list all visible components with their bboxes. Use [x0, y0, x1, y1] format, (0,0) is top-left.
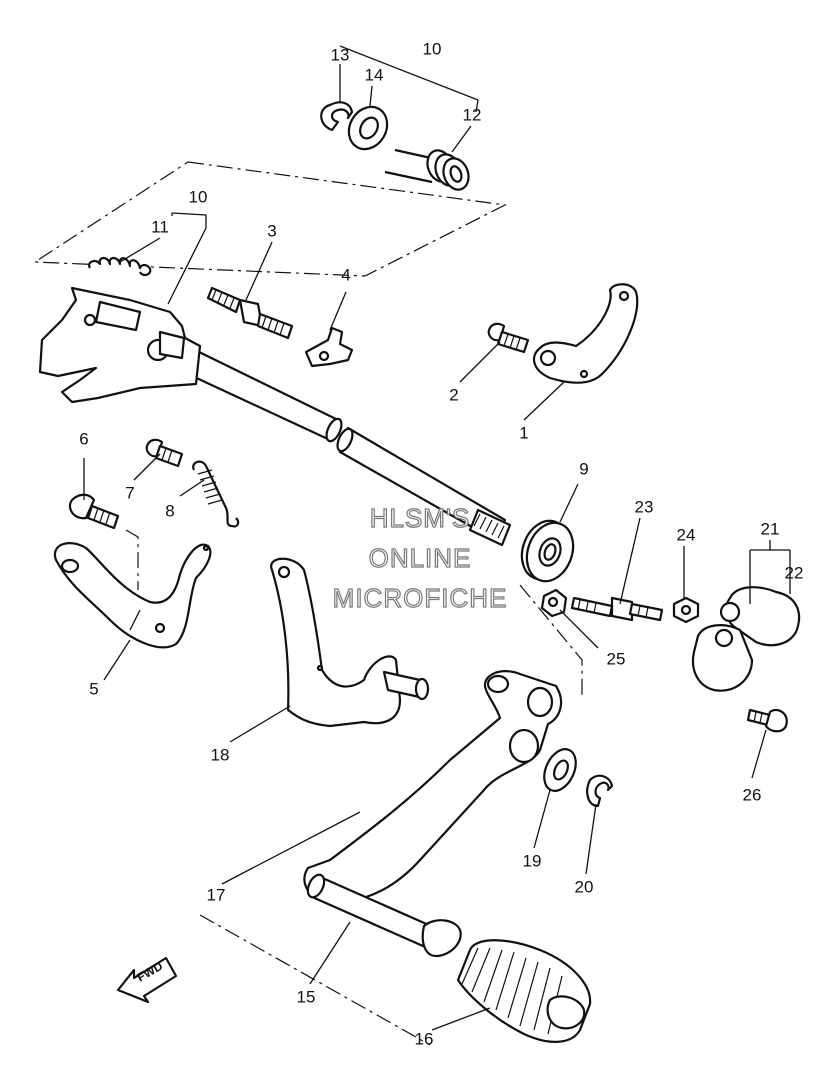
part-7-screw [145, 438, 184, 468]
callout-12: 12 [463, 105, 482, 124]
callout-8: 8 [165, 501, 174, 520]
callout-11: 11 [151, 217, 169, 236]
callout-17: 17 [207, 885, 226, 904]
callout-10-top: 10 [423, 39, 442, 58]
part-13-circlip [320, 101, 354, 132]
callout-16: 16 [415, 1029, 434, 1048]
callout-19: 19 [523, 851, 542, 870]
callout-labels: 1 2 3 4 5 6 7 8 9 10 10 11 12 13 14 15 1… [79, 39, 803, 1048]
callout-22: 22 [785, 563, 804, 582]
leader-lines [83, 45, 791, 1031]
watermark-line-3: MICROFICHE [333, 583, 508, 613]
callout-14: 14 [365, 65, 384, 84]
part-12-torsion-spring [384, 148, 470, 191]
part-8-spring [192, 460, 240, 528]
part-21-22-rod-ends [691, 586, 801, 692]
part-25-nut [540, 588, 568, 618]
part-5-shift-arm [53, 542, 212, 649]
callout-25: 25 [607, 649, 626, 668]
callout-9: 9 [579, 459, 588, 478]
part-15-pedal-shaft [306, 873, 462, 958]
callout-10-mid: 10 [189, 187, 208, 206]
callout-20: 20 [575, 877, 594, 896]
callout-5: 5 [89, 679, 98, 698]
callout-26: 26 [743, 785, 762, 804]
part-2-screw [487, 322, 530, 354]
callout-18: 18 [211, 745, 230, 764]
watermark: HLSM'S ONLINE MICROFICHE [332, 502, 508, 613]
part-11-spring [88, 256, 152, 277]
part-1-stopper-lever [532, 283, 639, 384]
part-9-oil-seal [520, 519, 575, 583]
part-16-pedal-rubber [456, 939, 592, 1043]
callout-2: 2 [449, 385, 458, 404]
callout-21: 21 [761, 519, 780, 538]
shift-shaft-assembly [38, 286, 512, 547]
part-23-shift-rod [570, 596, 664, 622]
part-18-shift-arm [270, 557, 430, 728]
callout-4: 4 [341, 265, 350, 284]
callout-24: 24 [677, 525, 696, 544]
fwd-arrow-icon: FWD [116, 956, 178, 1004]
watermark-line-2: ONLINE [369, 543, 472, 573]
part-19-washer [543, 748, 577, 792]
callout-3: 3 [267, 221, 276, 240]
callout-7: 7 [125, 483, 134, 502]
assembly-group-outlines [33, 161, 583, 1046]
part-14-washer [347, 105, 389, 151]
callout-15: 15 [297, 987, 316, 1006]
callout-13: 13 [331, 45, 350, 64]
part-4-lock-plate [304, 326, 354, 368]
part-20-circlip [586, 774, 614, 808]
part-6-bolt [68, 493, 120, 530]
callout-6: 6 [79, 429, 88, 448]
part-24-nut [672, 596, 700, 624]
part-3-stud-bolt [206, 286, 294, 340]
watermark-line-1: HLSM'S [370, 503, 471, 533]
callout-23: 23 [635, 497, 654, 516]
callout-1: 1 [519, 423, 528, 442]
part-26-bolt [746, 708, 788, 733]
